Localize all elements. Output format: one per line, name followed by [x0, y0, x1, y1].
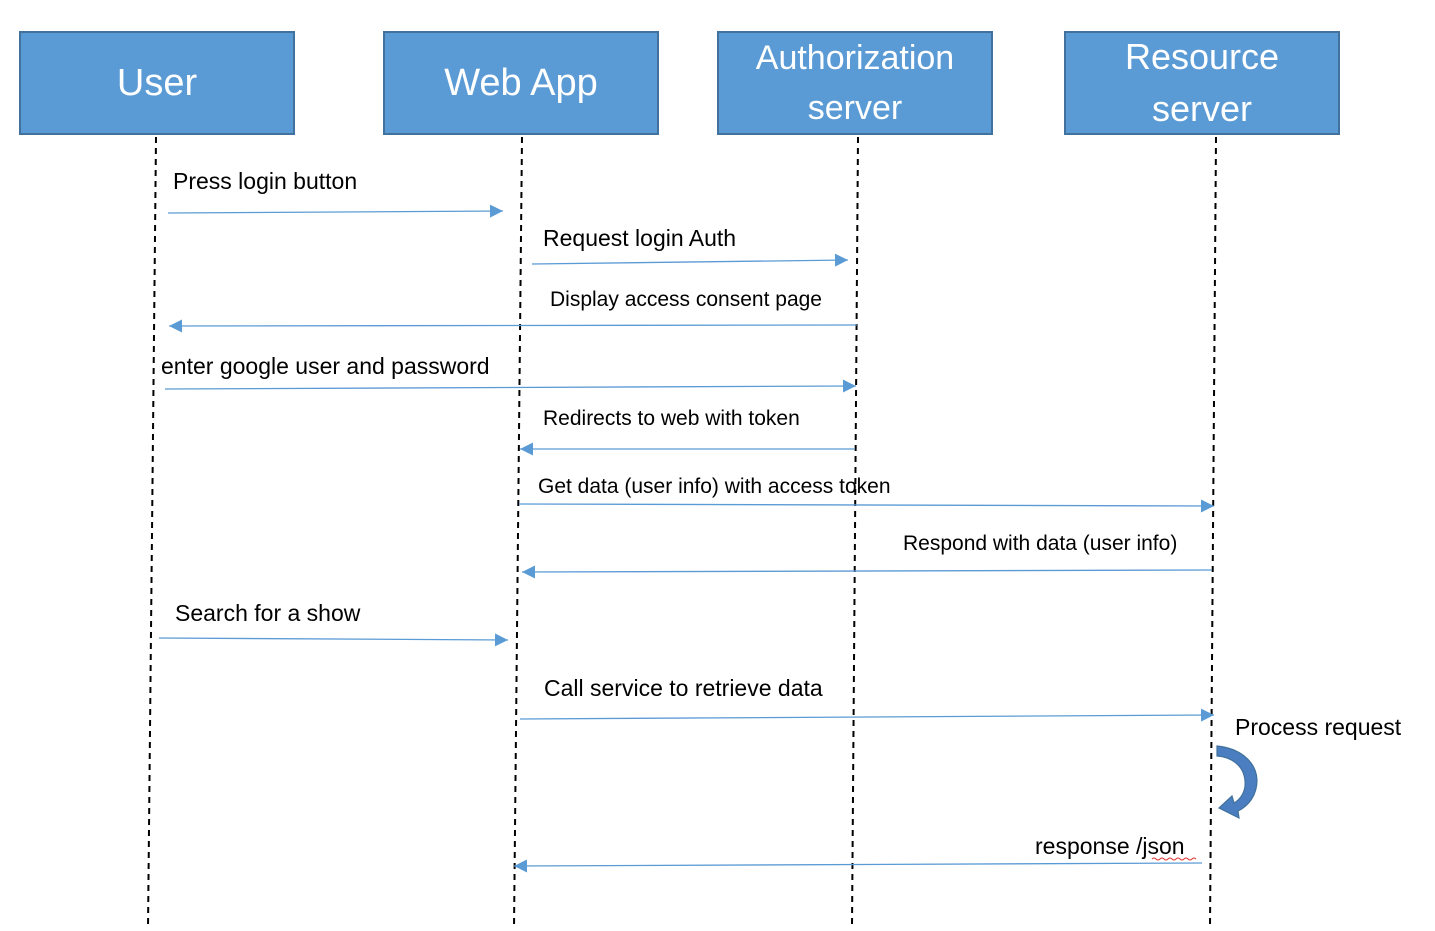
message-arrowhead-6 — [1200, 499, 1214, 513]
message-label-2: Request login Auth — [543, 225, 737, 251]
actor-label-line: Web App — [444, 62, 598, 104]
message-arrowhead-5 — [520, 442, 533, 456]
message-arrowhead-4 — [842, 379, 856, 393]
message-label-1: Press login button — [173, 168, 358, 194]
actor-box-webapp: Web App — [383, 31, 659, 135]
message-arrowhead-7 — [522, 565, 536, 579]
spellcheck-squiggle — [1151, 857, 1197, 861]
lifeline-user — [147, 136, 157, 929]
message-arrow-9 — [519, 714, 1215, 720]
actor-label-webapp: Web App — [444, 60, 598, 106]
message-label-9: Call service to retrieve data — [544, 675, 823, 701]
message-arrowhead-9 — [1200, 708, 1214, 722]
message-arrow-7 — [521, 569, 1213, 573]
actor-box-auth: Authorization server — [717, 31, 993, 135]
lifeline-resource — [1209, 136, 1217, 927]
message-label-3: Display access consent page — [550, 288, 822, 311]
message-label-8: Search for a show — [175, 600, 361, 626]
actor-label-line: Resource — [1124, 36, 1280, 77]
actor-label-auth: Authorization server — [756, 33, 954, 133]
actor-label-line: server — [807, 89, 903, 127]
lifeline-auth — [851, 136, 859, 927]
message-label-7: Respond with data (user info) — [903, 532, 1178, 555]
message-arrow-4 — [164, 385, 857, 390]
message-label-4: enter google user and password — [161, 353, 490, 379]
message-arrowhead-11 — [514, 859, 528, 873]
message-arrow-11 — [513, 862, 1203, 867]
actor-label-user: User — [117, 60, 197, 106]
message-arrowhead-2 — [834, 253, 848, 267]
lifeline-webapp — [513, 136, 523, 929]
message-arrowhead-3 — [169, 319, 183, 333]
message-arrow-1 — [167, 210, 504, 214]
actor-label-line: server — [1151, 88, 1252, 129]
actor-box-user: User — [19, 31, 295, 135]
self-arrow-process-request — [1216, 745, 1258, 820]
message-label-11: response /json — [1035, 833, 1185, 859]
message-arrow-2 — [531, 259, 849, 265]
message-arrowhead-8 — [494, 633, 508, 647]
message-arrow-6 — [518, 503, 1215, 507]
actor-label-line: User — [116, 62, 198, 104]
actor-box-resource: Resource server — [1064, 31, 1340, 135]
message-arrow-8 — [158, 637, 509, 641]
message-label-6: Get data (user info) with access token — [538, 475, 891, 498]
message-arrow-3 — [168, 324, 858, 327]
actor-label-line: Authorization — [755, 39, 955, 77]
actor-label-resource: Resource server — [1125, 31, 1279, 135]
message-label-10: Process request — [1235, 714, 1402, 740]
message-arrowhead-1 — [489, 204, 503, 218]
message-label-5: Redirects to web with token — [543, 407, 800, 430]
